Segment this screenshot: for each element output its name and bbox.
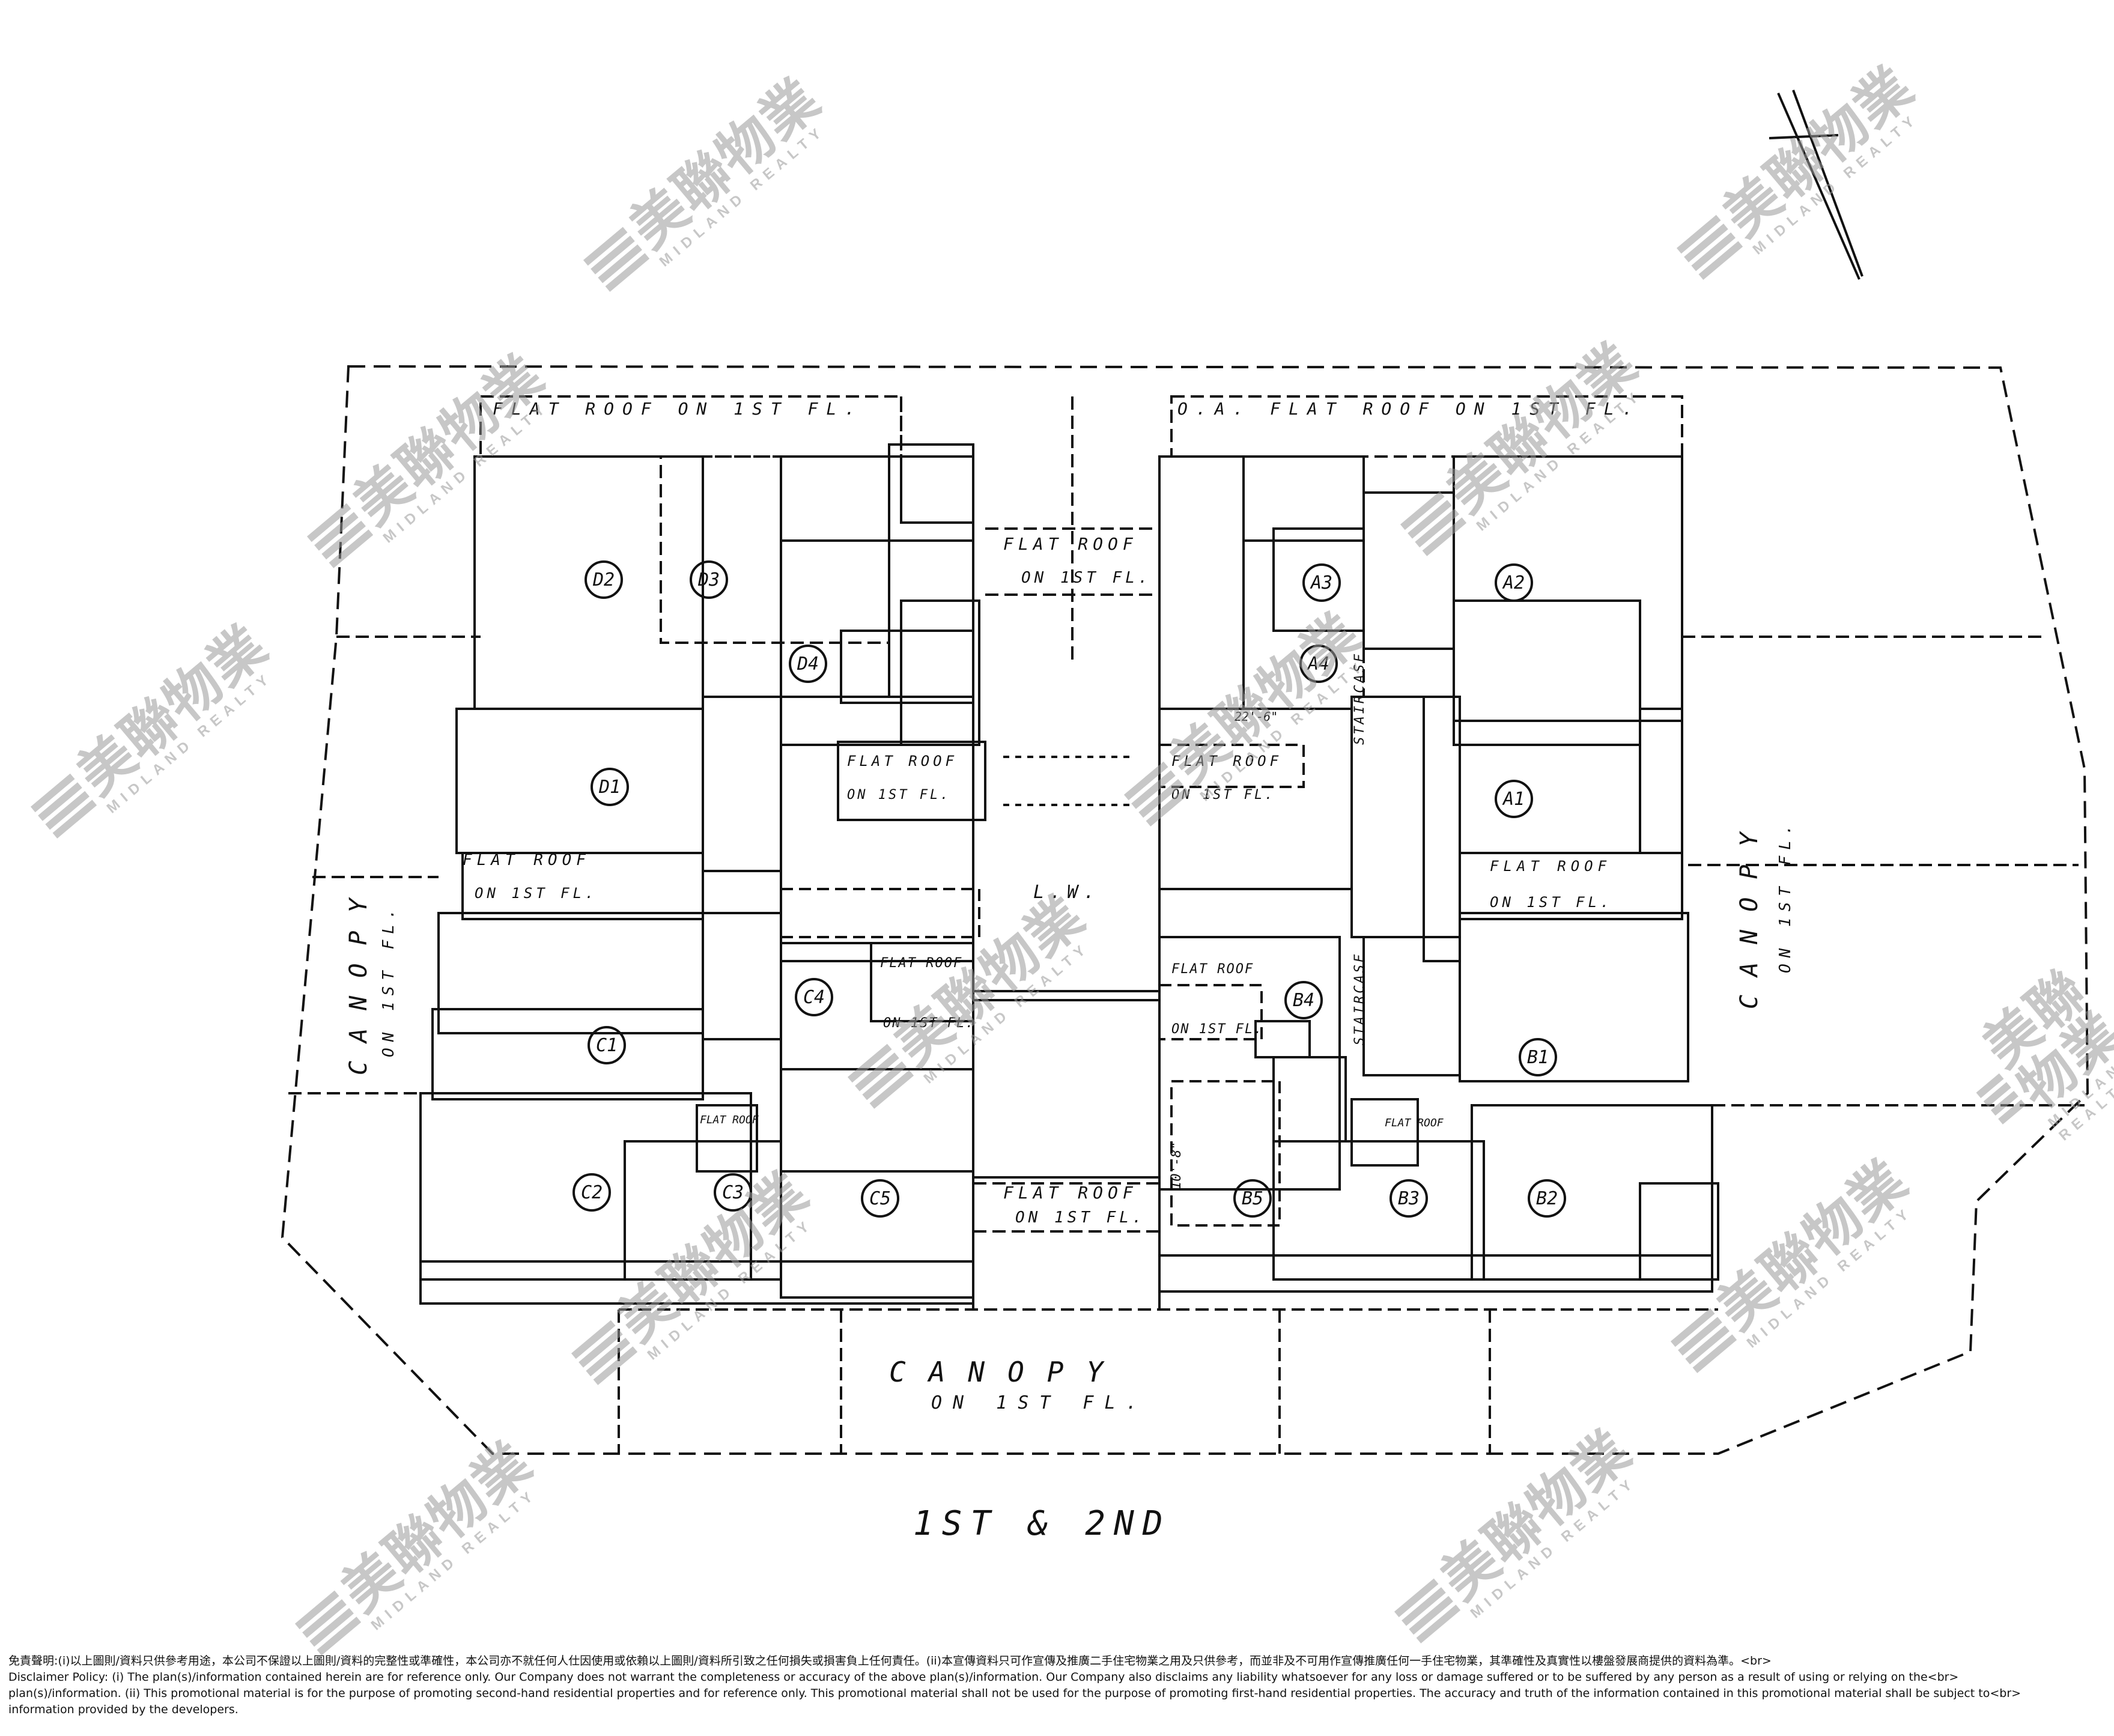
- unit-labels: D2 D3 D4 D1 C4 C1 C2 C3 C5 A3 A2 A4 A1 B…: [573, 560, 1566, 1218]
- flat-roof-center-bottom-label: FLAT ROOF: [1003, 1183, 1138, 1203]
- unit-d4: D4: [789, 645, 827, 683]
- dimension-bottom: 10'-8": [1169, 1142, 1184, 1189]
- canopy-bottom-on-1st-fl: ON 1ST FL.: [931, 1392, 1148, 1413]
- flat-roof-b3-label: FLAT ROOF: [1385, 1117, 1444, 1129]
- staircase-right-lower-label: STAIRCASE: [1352, 952, 1367, 1045]
- on-1st-fl-center-top: ON 1ST FL.: [1021, 569, 1152, 587]
- canopy-left-on-1st-fl: ON 1ST FL.: [380, 903, 398, 1057]
- unit-c1: C1: [588, 1026, 626, 1064]
- svg-text:A1: A1: [1502, 789, 1525, 810]
- svg-text:D4: D4: [797, 654, 819, 675]
- canopy-right-on-1st-fl: ON 1ST FL.: [1776, 819, 1794, 973]
- site-boundary: [281, 365, 2089, 1455]
- disclaimer-line-english-3: information provided by the developers.: [8, 1703, 238, 1716]
- canopy-bottom-label: CANOPY: [889, 1356, 1126, 1388]
- unit-a4: A4: [1299, 645, 1338, 683]
- flat-roof-top-left-label: FLAT ROOF ON 1ST FL.: [493, 399, 863, 419]
- unit-b1: B1: [1519, 1038, 1557, 1076]
- on-1st-fl-right: ON 1ST FL.: [1490, 894, 1613, 911]
- disclaimer-line-english-1: Disclaimer Policy: (i) The plan(s)/infor…: [8, 1671, 1959, 1684]
- svg-text:A3: A3: [1310, 572, 1332, 593]
- on-1st-fl-left: ON 1ST FL.: [475, 885, 598, 902]
- disclaimer-line-english-2: plan(s)/information. (ii) This promotion…: [8, 1687, 2021, 1700]
- flat-roof-left-label: FLAT ROOF: [463, 851, 591, 869]
- unit-d3: D3: [690, 560, 728, 599]
- svg-text:D2: D2: [592, 569, 615, 590]
- flat-roof-rc-label: FLAT ROOF: [1171, 753, 1282, 769]
- flat-roof-outlines: [288, 527, 2085, 1454]
- svg-text:A2: A2: [1502, 572, 1525, 593]
- svg-text:C5: C5: [869, 1188, 891, 1209]
- disclaimer-line-chinese: 免責聲明:(i)以上圖則/資料只供參考用途，本公司不保證以上圖則/資料的完整性或…: [8, 1654, 1772, 1668]
- dimension-right: 22'-6": [1235, 709, 1278, 724]
- right-wing-outline: [1158, 395, 1719, 1293]
- unit-c5: C5: [861, 1179, 899, 1218]
- flat-roof-c4-label: FLAT ROOF: [880, 956, 962, 971]
- svg-text:C4: C4: [803, 987, 825, 1008]
- flat-roof-c3-label: FLAT ROOF: [700, 1114, 759, 1126]
- svg-text:D1: D1: [598, 777, 621, 798]
- canopy-right-label: CANOPY: [1736, 815, 1763, 1010]
- flat-roof-lc-label: FLAT ROOF: [847, 753, 958, 769]
- svg-text:C2: C2: [581, 1182, 603, 1203]
- flat-roof-top-right-label: O.A. FLAT ROOF ON 1ST FL.: [1177, 399, 1641, 419]
- svg-text:A4: A4: [1307, 654, 1329, 675]
- canopy-left-label: CANOPY: [345, 881, 372, 1076]
- svg-text:D3: D3: [697, 569, 720, 590]
- svg-text:B1: B1: [1527, 1047, 1549, 1068]
- unit-a3: A3: [1302, 563, 1341, 602]
- flat-roof-b4-label: FLAT ROOF: [1171, 962, 1254, 977]
- unit-b4: B4: [1284, 981, 1323, 1019]
- svg-text:C1: C1: [596, 1035, 618, 1056]
- on-1st-fl-rc: ON 1ST FL.: [1171, 788, 1275, 803]
- svg-text:C3: C3: [722, 1182, 744, 1203]
- floor-caption: 1ST & 2ND: [913, 1504, 1171, 1543]
- staircase-right-label: STAIRCASE: [1352, 652, 1367, 745]
- unit-b3: B3: [1390, 1179, 1428, 1218]
- unit-b5: B5: [1233, 1179, 1272, 1218]
- unit-c2: C2: [573, 1173, 611, 1212]
- svg-text:B3: B3: [1398, 1188, 1420, 1209]
- unit-a1: A1: [1495, 780, 1533, 818]
- on-1st-fl-center-bottom: ON 1ST FL.: [1015, 1209, 1146, 1227]
- on-1st-fl-b4: ON 1ST FL.: [1171, 1022, 1263, 1037]
- left-wing-outline: [419, 395, 986, 1305]
- lw-label: L.W.: [1033, 882, 1101, 903]
- unit-d1: D1: [591, 768, 629, 806]
- unit-a2: A2: [1495, 563, 1533, 602]
- unit-d2: D2: [585, 560, 623, 599]
- flat-roof-right-label: FLAT ROOF: [1490, 858, 1611, 875]
- svg-text:B5: B5: [1242, 1188, 1263, 1209]
- svg-text:B2: B2: [1536, 1188, 1558, 1209]
- on-1st-fl-c4: ON 1ST FL.: [883, 1016, 974, 1031]
- north-arrow-icon: [1769, 90, 1863, 280]
- flat-roof-center-top-label: FLAT ROOF: [1003, 534, 1138, 554]
- svg-text:B4: B4: [1293, 990, 1314, 1011]
- plan-annotations: FLAT ROOF ON 1ST FL. O.A. FLAT ROOF ON 1…: [345, 399, 1794, 1543]
- unit-b2: B2: [1528, 1179, 1566, 1218]
- unit-c3: C3: [714, 1173, 752, 1212]
- on-1st-fl-lc: ON 1ST FL.: [847, 788, 950, 803]
- disclaimer: 免責聲明:(i)以上圖則/資料只供參考用途，本公司不保證以上圖則/資料的完整性或…: [8, 1653, 2105, 1718]
- unit-c4: C4: [795, 978, 833, 1016]
